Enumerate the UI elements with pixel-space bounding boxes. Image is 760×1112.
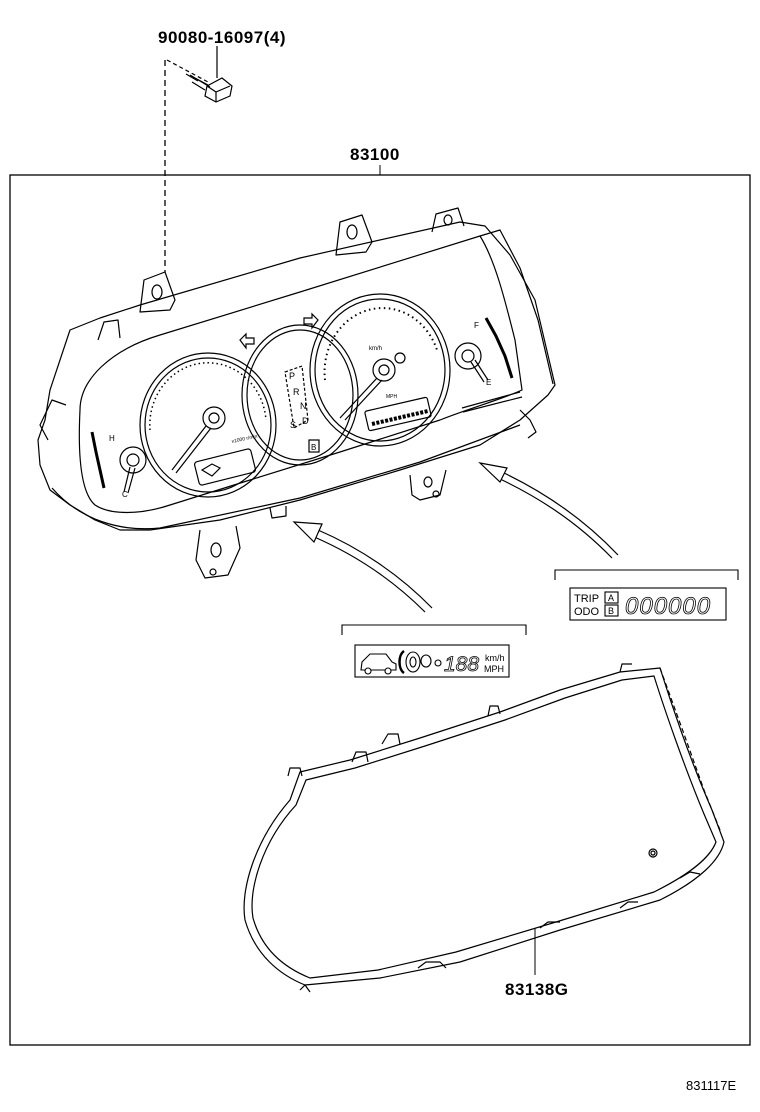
svg-text:D: D [302,416,309,426]
svg-text:x1000 r/min: x1000 r/min [231,434,258,445]
detail-arrow-speed-display [292,521,433,613]
callout-combination-meter-part-number: 83100 [350,145,400,164]
odometer-trip-label: TRIP [574,593,599,605]
svg-text:P: P [289,371,295,381]
speed-unit-bottom: MPH [386,394,398,400]
speedometer-gauge [309,293,451,447]
temperature-gauge [90,431,147,494]
temp-hot-mark: H [109,434,115,443]
figure-code: 831117E [686,1078,737,1093]
speed-display-unit-bottom: MPH [484,664,504,674]
svg-text:S: S [290,420,296,430]
tachometer-gauge [139,352,277,498]
speed-display-unit-top: km/h [485,653,505,663]
speed-display-inset [341,624,527,678]
svg-text:B: B [311,443,316,452]
fuel-full-mark: F [474,321,479,330]
callout-bolt-part-number: 90080-16097(4) [158,28,286,47]
shift-indicator-pod [239,312,359,466]
fuel-gauge [454,317,514,383]
svg-text:N: N [300,401,307,411]
odometer-mode-a: A [608,593,614,603]
speed-unit-top: km/h [369,346,382,352]
speed-display-digits: 188 [444,653,479,676]
odometer-mode-b: B [608,606,614,616]
lens-glass-illustration [243,663,725,993]
odometer-digits: 000000 [625,593,711,620]
bolt-illustration [166,46,233,103]
meter-housing [37,207,556,579]
odometer-odo-label: ODO [574,606,600,618]
odometer-inset [554,569,739,621]
temp-cold-mark: C [122,490,128,499]
detail-arrow-odometer [478,462,619,559]
callout-lens-glass-part-number: 83138G [505,980,569,999]
shift-position-letters: P R N D S B [289,371,316,452]
svg-text:R: R [293,387,300,397]
fuel-empty-mark: E [486,378,491,387]
